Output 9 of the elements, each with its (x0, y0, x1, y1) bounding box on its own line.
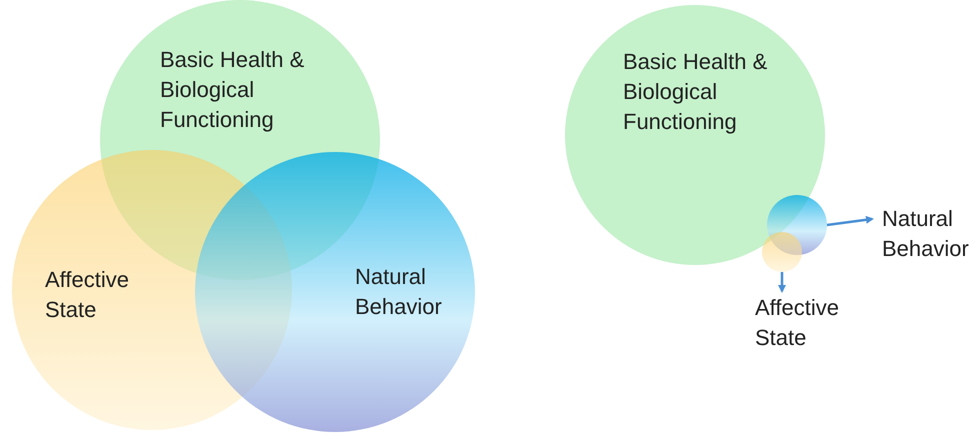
arrow (826, 216, 874, 226)
callout-label: Affective State (755, 293, 855, 353)
callout-label: Natural Behavior (882, 204, 977, 264)
circle-label: Basic Health & Biological Functioning (160, 46, 306, 134)
circle-label: Basic Health & Biological Functioning (623, 48, 768, 136)
venn-circle (762, 232, 802, 272)
arrow (778, 272, 786, 293)
circle-label: Affective State (45, 266, 130, 324)
circle-label: Natural Behavior (355, 263, 443, 321)
